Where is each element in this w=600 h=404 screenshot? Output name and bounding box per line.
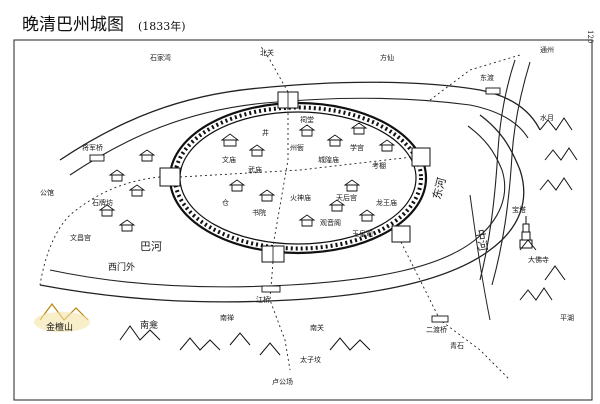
river-east [479, 59, 516, 281]
label-shi-jia-wan: 石家湾 [150, 53, 171, 62]
label-tai-zi: 太子坟 [300, 355, 321, 364]
label-gong-guan: 公馆 [40, 188, 54, 197]
river-main-upper-inner [69, 97, 529, 176]
label-dafo-shan: 大佛寺 [528, 255, 549, 264]
gate-east [411, 147, 431, 167]
label-ping-hu: 平湖 [560, 313, 574, 322]
label-nanguan: 南龛 [140, 319, 158, 331]
label-shu-yuan: 书院 [252, 208, 266, 217]
road-southeast [400, 241, 511, 381]
label-shui-yue: 水月 [540, 113, 554, 122]
label-jinping-shan: 金檀山 [46, 321, 73, 333]
mountains-east [519, 117, 578, 301]
river-main-upper [59, 81, 541, 161]
road-south [269, 261, 291, 371]
label-er-di-qiao: 二渡桥 [426, 325, 447, 334]
river-main-lower-inner [49, 125, 506, 288]
label-dong-qiao: 东渡 [480, 73, 494, 82]
label-long-wang: 龙王庙 [376, 198, 397, 207]
map-frame [13, 39, 593, 401]
city-wall-outer [168, 101, 428, 255]
inner-labels: 州衙 文庙 武庙 城隍庙 学宫 考棚 仓 书院 观音阁 玉皇观 天后宫 龙王庙 … [222, 115, 397, 238]
label-wu-miao: 武庙 [248, 165, 262, 174]
label-jiang-bridge: 江桥 [256, 295, 270, 304]
label-xue-gong: 学宫 [350, 143, 364, 152]
label-wen-chang: 文昌宫 [70, 233, 91, 242]
label-qing-shi: 青石 [450, 341, 464, 350]
label-lu-gong-chang: 卢公场 [272, 377, 293, 386]
label-tian-hou: 天后宫 [336, 193, 357, 202]
jinping-shan-marker [34, 303, 90, 332]
label-mid-river: 中河 [473, 228, 490, 252]
label-cang: 仓 [222, 198, 229, 207]
gate-west [159, 167, 181, 187]
gate-southeast [391, 225, 411, 243]
bridge-east [485, 87, 501, 95]
inner-road-ns [272, 108, 289, 247]
gate-north [277, 91, 299, 109]
inner-buildings [220, 122, 396, 227]
bridge-jiang [261, 285, 281, 293]
page-edge-mark: 120 [586, 30, 594, 43]
pagoda-icon [519, 216, 533, 249]
label-xi-men-wai: 西门外 [108, 261, 135, 273]
bridge-er-di [431, 315, 449, 323]
river-main-lower [39, 114, 525, 303]
city-wall-inner [179, 111, 417, 245]
label-kao-peng: 考棚 [372, 161, 386, 170]
label-ya-men: 州衙 [290, 143, 304, 152]
label-cheng-huang: 城隍庙 [318, 155, 339, 164]
river-zhong [469, 194, 491, 321]
label-huo-shen: 火神庙 [290, 193, 311, 202]
label-ci-tang: 祠堂 [300, 115, 314, 124]
label-bao-ta: 宝塔 [512, 205, 526, 214]
label-east-river: 东河 [430, 176, 448, 201]
city-wall-battlements [173, 105, 423, 251]
map-title: 晚清巴州城图 [22, 15, 124, 35]
label-ba-river: 巴河 [140, 240, 162, 253]
road-north [259, 44, 289, 93]
label-wen-miao: 文庙 [222, 155, 236, 164]
mountains-south [119, 325, 371, 356]
gate-south [261, 245, 285, 263]
river-east-inner [491, 61, 531, 286]
label-shi-pai: 石牌坊 [92, 198, 113, 207]
label-tong-zhou: 通州 [540, 45, 554, 54]
label-jing: 井 [262, 128, 269, 137]
label-guan-yin: 观音阁 [320, 218, 341, 227]
label-bei-guan: 北关 [260, 48, 274, 57]
inner-road-ew [179, 156, 413, 178]
bridge-west [89, 154, 105, 162]
road-northeast [429, 54, 521, 101]
label-yu-huang: 玉皇观 [352, 229, 373, 238]
label-fang-xian: 方仙 [380, 53, 394, 62]
label-nan-chan: 南禅 [220, 313, 234, 322]
label-jiang-jun-qiao: 将军桥 [82, 143, 103, 152]
map-year: (1833年) [138, 19, 186, 33]
west-suburb-buildings [98, 149, 156, 232]
label-nan-guan: 南关 [310, 323, 324, 332]
